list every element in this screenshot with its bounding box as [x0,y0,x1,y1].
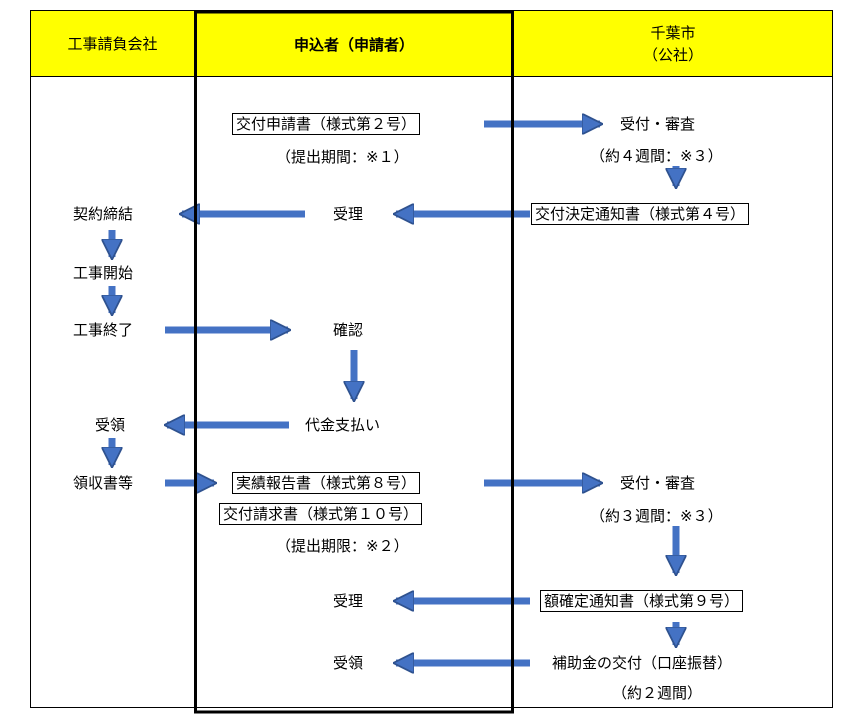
receive-1: 受領 [95,416,126,434]
application-form-label: 交付申請書（様式第２号） [236,115,417,133]
performance-report-box: 実績報告書（様式第８号） [232,472,421,494]
receive-2: 受領 [333,654,364,672]
decision-notice-box: 交付決定通知書（様式第４号） [531,203,750,225]
amount-notice-box: 額確定通知書（様式第９号） [540,590,744,612]
weeks-3: （約２週間） [612,684,703,702]
submission-period: （提出期間：※１） [276,148,409,166]
header-applicant: 申込者（申請者） [196,13,512,76]
header-contractor-label: 工事請負会社 [67,34,158,53]
header-city: 千葉市 （公社） [514,11,832,76]
acceptance-2: 受理 [333,592,364,610]
amount-notice-label: 額確定通知書（様式第９号） [544,592,740,610]
receipts: 領収書等 [73,474,134,492]
header-city-line2: （公社） [642,45,703,64]
header-applicant-label: 申込者（申請者） [293,35,414,54]
decision-notice-label: 交付決定通知書（様式第４号） [535,205,746,223]
contract: 契約締結 [73,205,134,223]
work-end: 工事終了 [73,321,134,339]
payment-request-label: 交付請求書（様式第１０号） [223,505,419,523]
confirm: 確認 [333,321,364,339]
payment: 代金支払い [305,416,381,434]
subsidy-transfer: 補助金の交付（口座振替） [552,654,733,672]
performance-report-label: 実績報告書（様式第８号） [236,474,417,492]
receipt-review-2: 受付・審査 [620,474,696,492]
payment-request-box: 交付請求書（様式第１０号） [219,503,423,525]
work-start: 工事開始 [73,264,134,282]
application-form-box: 交付申請書（様式第２号） [232,113,421,135]
header-contractor: 工事請負会社 [31,11,194,76]
acceptance-1: 受理 [333,205,364,223]
weeks-1: （約４週間：※３） [590,147,723,165]
header-city-line1: 千葉市 [650,23,696,42]
receipt-review-1: 受付・審査 [620,115,696,133]
weeks-2: （約３週間：※３） [590,507,723,525]
submission-deadline: （提出期限：※２） [276,537,409,555]
